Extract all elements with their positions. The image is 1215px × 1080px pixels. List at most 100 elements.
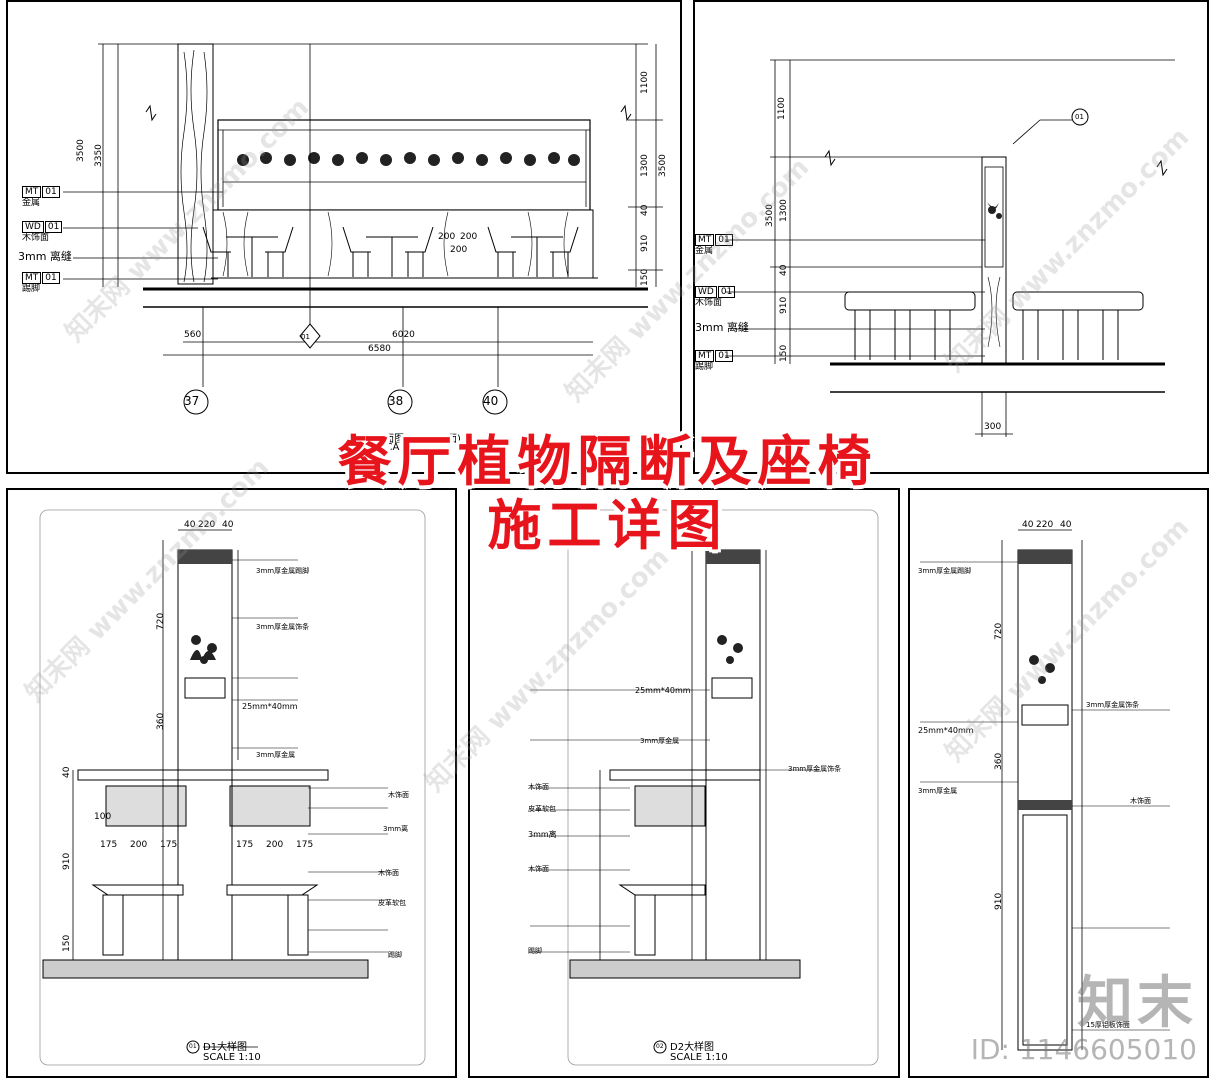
d1-mid-175c: 175 xyxy=(236,840,254,850)
d1-note-7: 皮革软包 xyxy=(378,899,406,907)
dim-150-right: 150 xyxy=(640,268,650,286)
side-dim-910: 910 xyxy=(779,296,789,314)
d1-mid-200b: 200 xyxy=(266,840,284,850)
side-dim-40: 40 xyxy=(779,264,789,276)
d2-note-7: 3mm厚金属饰条 xyxy=(788,765,842,773)
d2-caption: D2大样图 xyxy=(670,1042,715,1053)
d3-dim-910: 910 xyxy=(994,892,1004,910)
d1-mid-175d: 175 xyxy=(296,840,314,850)
dim-1300-right: 1300 xyxy=(640,154,650,177)
title-block: 餐厅植物隔断及座椅 施工详图 xyxy=(0,430,1215,558)
d3-note-2: 3mm厚金属 xyxy=(918,787,958,795)
dim-6020: 6020 xyxy=(392,330,415,340)
d3-note-1: 25mm*40mm xyxy=(918,726,974,735)
detail-d1-panel: 40 220 40 720 360 40 100 910 150 175 200… xyxy=(6,488,457,1078)
side-dim-1100: 1100 xyxy=(777,97,787,120)
d1-note-2: 25mm*40mm xyxy=(242,702,298,711)
d2-note-5: 木饰面 xyxy=(528,865,549,873)
brand-logo: 知末 xyxy=(1077,971,1197,1036)
d1-note-0: 3mm厚金属踢脚 xyxy=(256,567,310,575)
side-callout-01: 01 xyxy=(1075,113,1084,121)
d2-scale: SCALE 1:10 xyxy=(670,1052,728,1063)
d1-note-1: 3mm厚金属饰条 xyxy=(256,623,310,631)
section-side-drawing xyxy=(725,59,1175,437)
e13-caption: E13立面图(同E15立面) xyxy=(355,434,461,445)
dim-560: 560 xyxy=(184,330,202,340)
d1-mid-200a: 200 xyxy=(130,840,148,850)
d1-note-6: 木饰面 xyxy=(378,869,399,877)
d2-note-4: 皮革软包 xyxy=(528,805,556,813)
dim-3500-right: 3500 xyxy=(658,154,668,177)
d2-note-1: 3mm厚金属 xyxy=(640,737,680,745)
dim-200-c: 200 xyxy=(450,245,468,255)
d1-dim-360: 360 xyxy=(156,712,166,730)
dim-40-right: 40 xyxy=(640,204,650,216)
grid-40: 40 xyxy=(483,394,499,408)
detail-d3-panel: 40 220 40 720 360 910 3mm厚金属踢脚 25mm*40mm… xyxy=(908,488,1209,1078)
title-line-1: 餐厅植物隔断及座椅 xyxy=(337,430,878,493)
d1-dim-40: 40 xyxy=(62,766,72,778)
detail-d3-drawing xyxy=(920,529,1170,1051)
dim-3350-left: 3350 xyxy=(94,144,104,167)
d1-note-5: 3mm离 xyxy=(383,825,409,833)
d1-mid-175a: 175 xyxy=(100,840,118,850)
brand-watermark: 知末 ID: 1146605010 xyxy=(971,974,1197,1066)
d2-note-3: 木饰面 xyxy=(528,783,549,791)
d1-dim-150: 150 xyxy=(62,934,72,952)
detail-d2-panel: 25mm*40mm 3mm厚金属 3mm离 木饰面 皮革软包 木饰面 踢脚 3m… xyxy=(468,488,900,1078)
d1-dim-40a: 40 xyxy=(184,520,196,530)
detail-d2-drawing xyxy=(530,509,879,1066)
d1-scale: SCALE 1:10 xyxy=(203,1052,261,1063)
brand-id: ID: 1146605010 xyxy=(970,1033,1197,1066)
grid-37: 37 xyxy=(184,394,200,408)
chairs-icon xyxy=(202,226,579,277)
d3-note-0: 3mm厚金属踢脚 xyxy=(918,567,972,575)
label-gap: 3mm 离缝 xyxy=(18,250,72,263)
d1-mark: 01 xyxy=(189,1043,197,1050)
d3-dim-40b: 40 xyxy=(1060,520,1072,530)
d1-dim-910: 910 xyxy=(62,852,72,870)
section-mark-01: 01 xyxy=(301,333,310,341)
d3-dim-40a: 40 xyxy=(1022,520,1034,530)
d1-dim-100: 100 xyxy=(94,812,112,822)
d2-note-0: 25mm*40mm xyxy=(635,686,691,695)
grid-38: 38 xyxy=(388,394,404,408)
d1-note-3: 3mm厚金属 xyxy=(256,751,296,759)
dim-3500-left: 3500 xyxy=(76,139,86,162)
d2-note-6: 踢脚 xyxy=(528,947,542,955)
bar-stools-icon xyxy=(844,291,1144,360)
title-line-2: 施工详图 xyxy=(487,494,728,557)
side-dim-150: 150 xyxy=(779,344,789,362)
d1-note-8: 踢脚 xyxy=(388,951,402,959)
d2-note-2: 3mm离 xyxy=(528,830,557,839)
dim-6580: 6580 xyxy=(368,344,391,354)
dim-200-b: 200 xyxy=(460,232,478,242)
d1-dim-720: 720 xyxy=(156,612,166,630)
d3-dim-720: 720 xyxy=(994,622,1004,640)
d3-note-4: 木饰面 xyxy=(1130,797,1151,805)
side-dim-300: 300 xyxy=(984,422,1002,432)
d3-dim-220: 220 xyxy=(1036,520,1054,530)
elevation-e13-drawing xyxy=(63,43,663,415)
d1-caption: D1大样图 xyxy=(203,1042,248,1053)
d1-note-4: 木饰面 xyxy=(388,791,409,799)
dim-200-a: 200 xyxy=(438,232,456,242)
dim-910-right: 910 xyxy=(640,234,650,252)
side-dim-3500: 3500 xyxy=(765,204,775,227)
d1-dim-40b: 40 xyxy=(222,520,234,530)
detail-d1-drawing xyxy=(39,509,426,1066)
plant-row-icon xyxy=(237,152,580,166)
side-label-gap: 3mm 离缝 xyxy=(695,321,749,334)
d1-dim-220: 220 xyxy=(198,520,216,530)
d3-dim-360: 360 xyxy=(994,752,1004,770)
d3-note-5: 15厚铝板饰面 xyxy=(1086,1021,1130,1029)
side-dim-1300: 1300 xyxy=(779,199,789,222)
